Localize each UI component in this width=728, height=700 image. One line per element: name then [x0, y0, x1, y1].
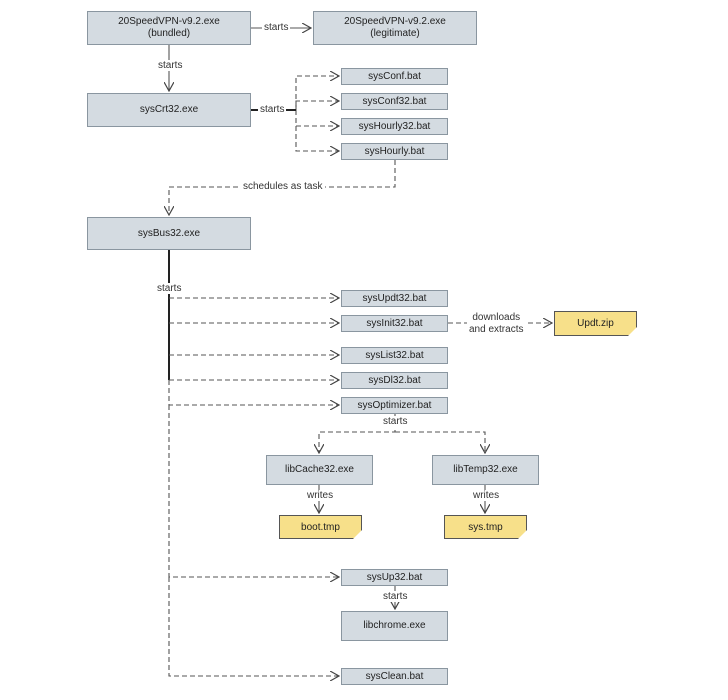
node-sysoptimizer[interactable]: sysOptimizer.bat	[341, 397, 448, 414]
edge-label-schedules: schedules as task	[241, 181, 325, 192]
node-syshourly[interactable]: sysHourly.bat	[341, 143, 448, 160]
folded-corner-icon	[628, 327, 637, 336]
node-libchrome[interactable]: libchrome.exe	[341, 611, 448, 641]
note-boot-tmp[interactable]: boot.tmp	[279, 515, 362, 539]
node-label: sysConf32.bat	[362, 95, 427, 107]
node-sysconf32[interactable]: sysConf32.bat	[341, 93, 448, 110]
node-syscrt32[interactable]: sysCrt32.exe	[87, 93, 251, 127]
node-libtemp32[interactable]: libTemp32.exe	[432, 455, 539, 485]
edge-crt-to-sysconf	[251, 76, 339, 111]
node-libcache32[interactable]: libCache32.exe	[266, 455, 373, 485]
node-label: 20SpeedVPN-v9.2.exe	[118, 16, 220, 27]
edge-sysbus-to-sysclean	[168, 577, 339, 676]
edge-label-line: and extracts	[469, 324, 524, 335]
node-sysclean[interactable]: sysClean.bat	[341, 668, 448, 685]
node-label: sysCrt32.exe	[139, 104, 199, 115]
note-sys-tmp[interactable]: sys.tmp	[444, 515, 527, 539]
node-syshourly32[interactable]: sysHourly32.bat	[341, 118, 448, 135]
edge-label-starts: starts	[381, 591, 410, 602]
node-sysconf[interactable]: sysConf.bat	[341, 68, 448, 85]
node-sublabel: (legitimate)	[370, 28, 420, 39]
edge-crt-to-syshourly32	[295, 110, 339, 126]
node-label: sysList32.bat	[365, 349, 424, 361]
edge-label-starts: starts	[381, 416, 410, 427]
node-sysbus32[interactable]: sysBus32.exe	[87, 217, 251, 250]
node-label: sysConf.bat	[368, 70, 421, 82]
node-label: sysHourly32.bat	[358, 120, 431, 132]
node-label: sysDl32.bat	[368, 374, 421, 386]
edge-label-starts: starts	[262, 22, 291, 33]
node-vpn-legitimate[interactable]: 20SpeedVPN-v9.2.exe(legitimate)	[313, 11, 477, 45]
folded-corner-icon	[518, 530, 527, 539]
node-label: sysOptimizer.bat	[357, 399, 432, 411]
edge-label-writes: writes	[305, 490, 336, 501]
node-sysdl32[interactable]: sysDl32.bat	[341, 372, 448, 389]
edge-optimizer-to-libtemp	[395, 431, 485, 453]
node-sysup32[interactable]: sysUp32.bat	[341, 569, 448, 586]
note-updt-zip[interactable]: Updt.zip	[554, 311, 637, 336]
edge-label-starts: starts	[258, 104, 287, 115]
note-label: sys.tmp	[468, 521, 503, 533]
node-vpn-bundled[interactable]: 20SpeedVPN-v9.2.exe(bundled)	[87, 11, 251, 45]
note-label: Updt.zip	[577, 318, 614, 329]
edge-label-starts: starts	[156, 60, 185, 71]
node-label: sysInit32.bat	[366, 317, 423, 329]
node-label: libchrome.exe	[363, 620, 426, 631]
edge-label-downloads: downloads and extracts	[467, 312, 526, 336]
node-label: sysUp32.bat	[366, 571, 423, 583]
edge-label-starts: starts	[155, 283, 184, 294]
node-label: 20SpeedVPN-v9.2.exe	[344, 16, 446, 27]
edge-crt-to-sysconf32	[295, 101, 339, 110]
edge-sysbus-to-sysoptimizer	[168, 380, 339, 405]
node-label: sysUpdt32.bat	[362, 292, 427, 304]
edge-crt-to-syshourly	[295, 126, 339, 151]
node-label: libTemp32.exe	[453, 464, 518, 475]
note-label: boot.tmp	[301, 521, 340, 533]
node-label: sysClean.bat	[365, 670, 424, 682]
node-label: sysHourly.bat	[364, 145, 425, 157]
node-sublabel: (bundled)	[147, 28, 191, 39]
node-sysinit32[interactable]: sysInit32.bat	[341, 315, 448, 332]
node-syslist32[interactable]: sysList32.bat	[341, 347, 448, 364]
node-sysupdt32[interactable]: sysUpdt32.bat	[341, 290, 448, 307]
folded-corner-icon	[353, 530, 362, 539]
node-label: sysBus32.exe	[137, 227, 201, 239]
node-label: libCache32.exe	[285, 464, 354, 475]
edge-label-line: downloads	[472, 312, 521, 323]
edge-label-writes: writes	[471, 490, 502, 501]
